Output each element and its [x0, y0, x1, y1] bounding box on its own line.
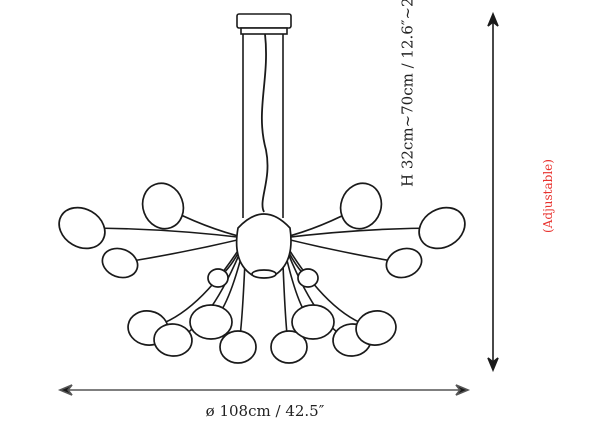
- glass-globe: [153, 323, 193, 357]
- width-dimension-arrow: [57, 384, 471, 396]
- height-label: H 32cm~70cm / 12.6″~27.6″: [398, 0, 417, 187]
- glass-globe: [297, 268, 319, 288]
- glass-globe: [189, 304, 233, 340]
- glass-globe: [385, 247, 423, 279]
- glass-globes: [58, 182, 466, 364]
- adjustable-note: (Adjustable): [541, 159, 555, 233]
- glass-globe: [207, 268, 229, 288]
- ceiling-canopy: [236, 13, 292, 29]
- glass-globe: [58, 206, 106, 250]
- glass-globe: [339, 182, 383, 230]
- chandelier-fixture: [236, 13, 292, 218]
- central-hub: [235, 213, 292, 279]
- power-cord: [261, 33, 269, 213]
- arm: [281, 227, 443, 239]
- glass-globe: [418, 206, 466, 250]
- diameter-label: ø 108cm / 42.5″: [205, 402, 325, 420]
- height-dimension-arrow: [487, 11, 499, 373]
- glass-globe: [355, 310, 397, 346]
- glass-globe: [219, 330, 257, 364]
- glass-globe: [101, 247, 139, 279]
- glass-globe: [291, 304, 335, 340]
- arm: [281, 237, 405, 264]
- glass-globe: [141, 182, 185, 230]
- arm: [119, 237, 247, 264]
- glass-globe: [270, 330, 308, 364]
- canopy-plate: [240, 27, 288, 35]
